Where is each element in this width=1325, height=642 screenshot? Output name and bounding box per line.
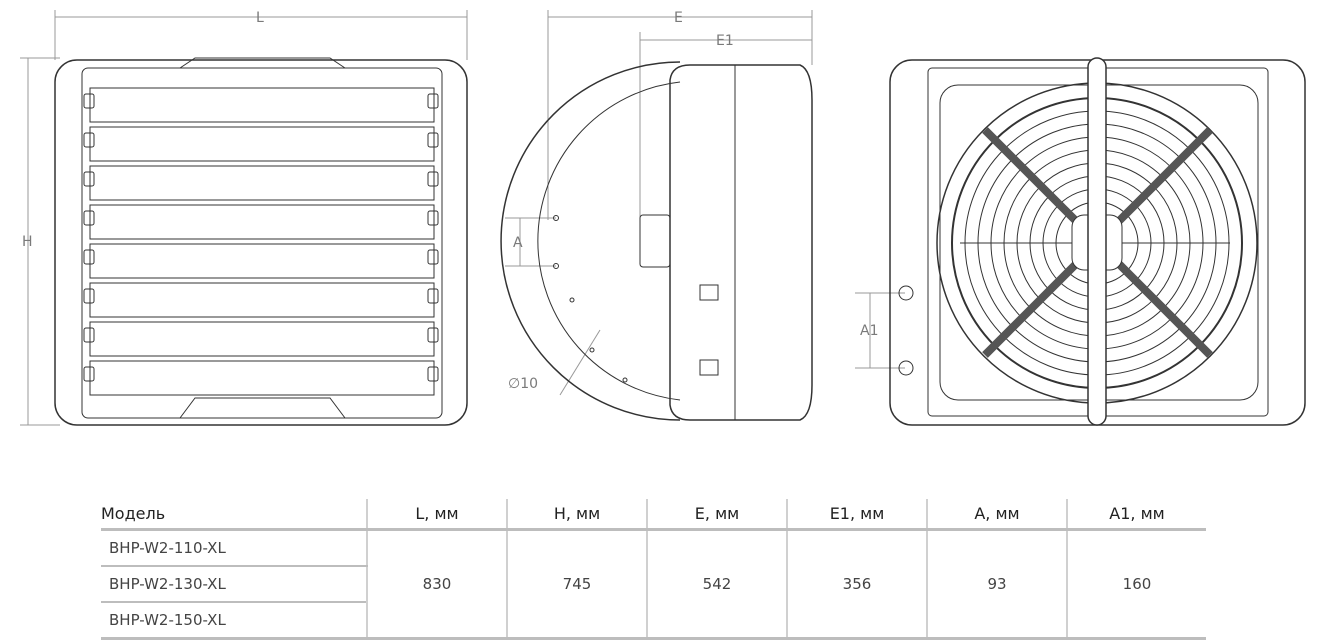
slat-clip xyxy=(83,327,95,343)
header-A: A, мм xyxy=(926,499,1067,531)
header-L: L, мм xyxy=(366,499,507,531)
dimensions-table: Модель L, мм H, мм E, мм E1, мм A, мм A1… xyxy=(101,499,1206,640)
value-E1: 356 xyxy=(786,529,927,640)
value-A1: 160 xyxy=(1066,529,1206,640)
slat-clip xyxy=(427,249,439,265)
louver-slat xyxy=(89,204,435,240)
louver-slat xyxy=(89,243,435,279)
louver-slat xyxy=(89,87,435,123)
model-name: BHP-W2-130-XL xyxy=(101,566,367,603)
slat-clip xyxy=(83,249,95,265)
slat-clip xyxy=(83,132,95,148)
model-name: BHP-W2-150-XL xyxy=(101,602,367,640)
value-E: 542 xyxy=(646,529,787,640)
dim-E1-label: E1 xyxy=(716,33,734,49)
louver-slat xyxy=(89,126,435,162)
value-L: 830 xyxy=(366,529,507,640)
slat-clip xyxy=(83,366,95,382)
dim-H-label: H xyxy=(22,234,33,250)
technical-drawing: L H E E1 A ∅10 A1 xyxy=(20,10,1306,426)
slat-clip xyxy=(83,171,95,187)
header-H: H, мм xyxy=(506,499,647,531)
louver-slat xyxy=(89,321,435,357)
value-H: 745 xyxy=(506,529,647,640)
slat-clip xyxy=(427,327,439,343)
value-A: 93 xyxy=(926,529,1067,640)
louver-slat xyxy=(89,165,435,201)
slat-clip xyxy=(427,171,439,187)
dim-L-label: L xyxy=(256,10,264,26)
slat-clip xyxy=(427,93,439,109)
header-model: Модель xyxy=(101,499,367,531)
slat-clip xyxy=(427,288,439,304)
header-E: E, мм xyxy=(646,499,787,531)
dim-A-label: A xyxy=(513,235,523,251)
louver-slat xyxy=(89,360,435,396)
header-A1: A1, мм xyxy=(1066,499,1206,531)
louver-slat xyxy=(89,282,435,318)
table-header-row: Модель L, мм H, мм E, мм E1, мм A, мм A1… xyxy=(101,499,1206,531)
dim-A1-label: A1 xyxy=(860,323,878,339)
dim-E-label: E xyxy=(674,10,683,26)
slat-clip xyxy=(427,210,439,226)
rear-view: A1 xyxy=(855,57,1306,426)
dim-diameter-label: ∅10 xyxy=(508,376,538,392)
slat-clip xyxy=(427,132,439,148)
header-E1: E1, мм xyxy=(786,499,927,531)
front-view: L H xyxy=(20,10,468,426)
slat-clip xyxy=(427,366,439,382)
table-row: BHP-W2-110-XL 830 745 542 356 93 160 xyxy=(101,529,1206,640)
table-row: BHP-W2-130-XL xyxy=(101,566,1206,603)
slat-clip xyxy=(83,93,95,109)
slat-clip xyxy=(83,210,95,226)
table-row: BHP-W2-150-XL xyxy=(101,602,1206,640)
slat-clip xyxy=(83,288,95,304)
side-view: E E1 A ∅10 xyxy=(500,10,813,421)
model-name: BHP-W2-110-XL xyxy=(101,529,367,567)
